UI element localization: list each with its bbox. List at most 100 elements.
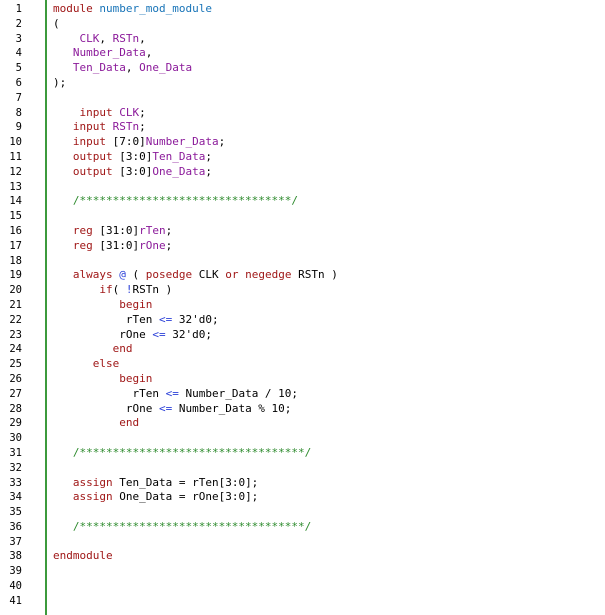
code-token: assign [53,475,120,489]
code-line[interactable]: 6); [0,76,605,91]
code-line[interactable]: 24 end [0,342,605,357]
code-token: negedge [245,268,299,282]
code-line[interactable]: 41 [0,594,605,609]
line-number: 16 [9,224,22,237]
code-token: output [53,149,120,163]
code-token: ; [165,238,173,252]
code-line[interactable]: 36 /**********************************/ [0,520,605,535]
code-line[interactable]: 16 reg [31:0]rTen; [0,224,605,239]
code-line[interactable]: 13 [0,180,605,195]
line-number: 38 [9,550,22,563]
code-line[interactable]: 23 rOne <= 32'd0; [0,328,605,343]
code-token: begin [53,371,153,385]
code-line[interactable]: 4 Number_Data, [0,46,605,61]
code-text: assign Ten_Data = rTen[3:0]; [53,476,258,491]
code-line[interactable]: 17 reg [31:0]rOne; [0,239,605,254]
code-line[interactable]: 20 if( !RSTn ) [0,283,605,298]
code-token: <= [152,327,166,341]
line-number: 21 [9,298,22,311]
code-token: or [225,268,246,282]
code-line[interactable]: 8 input CLK; [0,106,605,121]
code-text: rOne <= Number_Data % 10; [53,402,292,417]
code-line[interactable]: 21 begin [0,298,605,313]
line-number: 15 [9,210,22,223]
code-line[interactable]: 37 [0,535,605,550]
code-line[interactable]: 11 output [3:0]Ten_Data; [0,150,605,165]
code-line[interactable]: 10 input [7:0]Number_Data; [0,135,605,150]
code-line[interactable]: 31 /**********************************/ [0,446,605,461]
code-text: else [53,357,120,372]
code-line[interactable]: 3 CLK, RSTn, [0,32,605,47]
code-token: end [53,342,133,356]
code-token: ; [218,135,226,149]
code-line[interactable]: 15 [0,209,605,224]
code-text: ); [53,76,66,91]
code-token: One_Data = rOne[3:0]; [119,490,259,504]
code-line[interactable]: 12 output [3:0]One_Data; [0,165,605,180]
code-line[interactable]: 25 else [0,357,605,372]
code-text: rTen <= Number_Data / 10; [53,387,298,402]
line-number: 35 [9,506,22,519]
code-line[interactable]: 2( [0,17,605,32]
code-token: assign [53,490,120,504]
code-token: ( [112,283,126,297]
line-number: 4 [15,47,22,60]
code-token: [3:0] [119,149,153,163]
code-text: input CLK; [53,105,145,121]
code-line[interactable]: 32 [0,461,605,476]
code-line[interactable]: 34 assign One_Data = rOne[3:0]; [0,490,605,505]
code-token: Ten_Data = rTen[3:0]; [119,475,259,489]
line-number: 22 [9,313,22,326]
code-token: ; [205,149,212,163]
code-token: One_Data [139,61,193,75]
line-number: 7 [15,91,22,104]
code-line[interactable]: 39 [0,564,605,579]
code-text: input [7:0]Number_Data; [53,135,225,150]
line-number: 28 [9,402,22,415]
code-token: RSTn [112,31,140,45]
code-token: , [145,46,153,60]
code-text: output [3:0]Ten_Data; [53,150,212,165]
code-text: Number_Data, [53,46,152,61]
code-token: if [53,283,113,297]
code-token: input [53,105,120,119]
code-line[interactable]: 18 [0,254,605,269]
code-token: reg [53,238,100,252]
code-line[interactable]: 27 rTen <= Number_Data / 10; [0,387,605,402]
code-line[interactable]: 28 rOne <= Number_Data % 10; [0,402,605,417]
line-number: 36 [9,520,22,533]
code-line[interactable]: 22 rTen <= 32'd0; [0,313,605,328]
line-number: 5 [15,62,22,75]
code-token: rOne [139,238,166,252]
code-line[interactable]: 35 [0,505,605,520]
code-token: <= [158,312,173,326]
code-token: input [53,135,113,149]
code-line[interactable]: 30 [0,431,605,446]
code-line[interactable]: 9 input RSTn; [0,120,605,135]
line-number: 24 [9,343,22,356]
code-line[interactable]: 19 always @ ( posedge CLK or negedge RST… [0,268,605,283]
code-token: RSTn [112,120,140,134]
code-token: ; [205,164,212,178]
line-number: 1 [15,3,22,15]
line-number: 19 [9,269,22,282]
code-text: input RSTn; [53,120,146,135]
code-token: , [99,31,113,45]
code-line[interactable]: 40 [0,579,605,594]
line-number: 14 [9,195,22,208]
code-line[interactable]: 33 assign Ten_Data = rTen[3:0]; [0,476,605,491]
code-token: ! [125,283,133,297]
code-line[interactable]: 7 [0,91,605,106]
line-number: 9 [15,121,22,134]
code-line[interactable]: 14 /********************************/ [0,194,605,209]
code-line[interactable]: 26 begin [0,372,605,387]
code-text: end [53,416,139,431]
code-line[interactable]: 29 end [0,416,605,431]
code-token: One_Data [152,164,206,178]
code-text: CLK, RSTn, [53,31,145,47]
code-line[interactable]: 5 Ten_Data, One_Data [0,61,605,76]
